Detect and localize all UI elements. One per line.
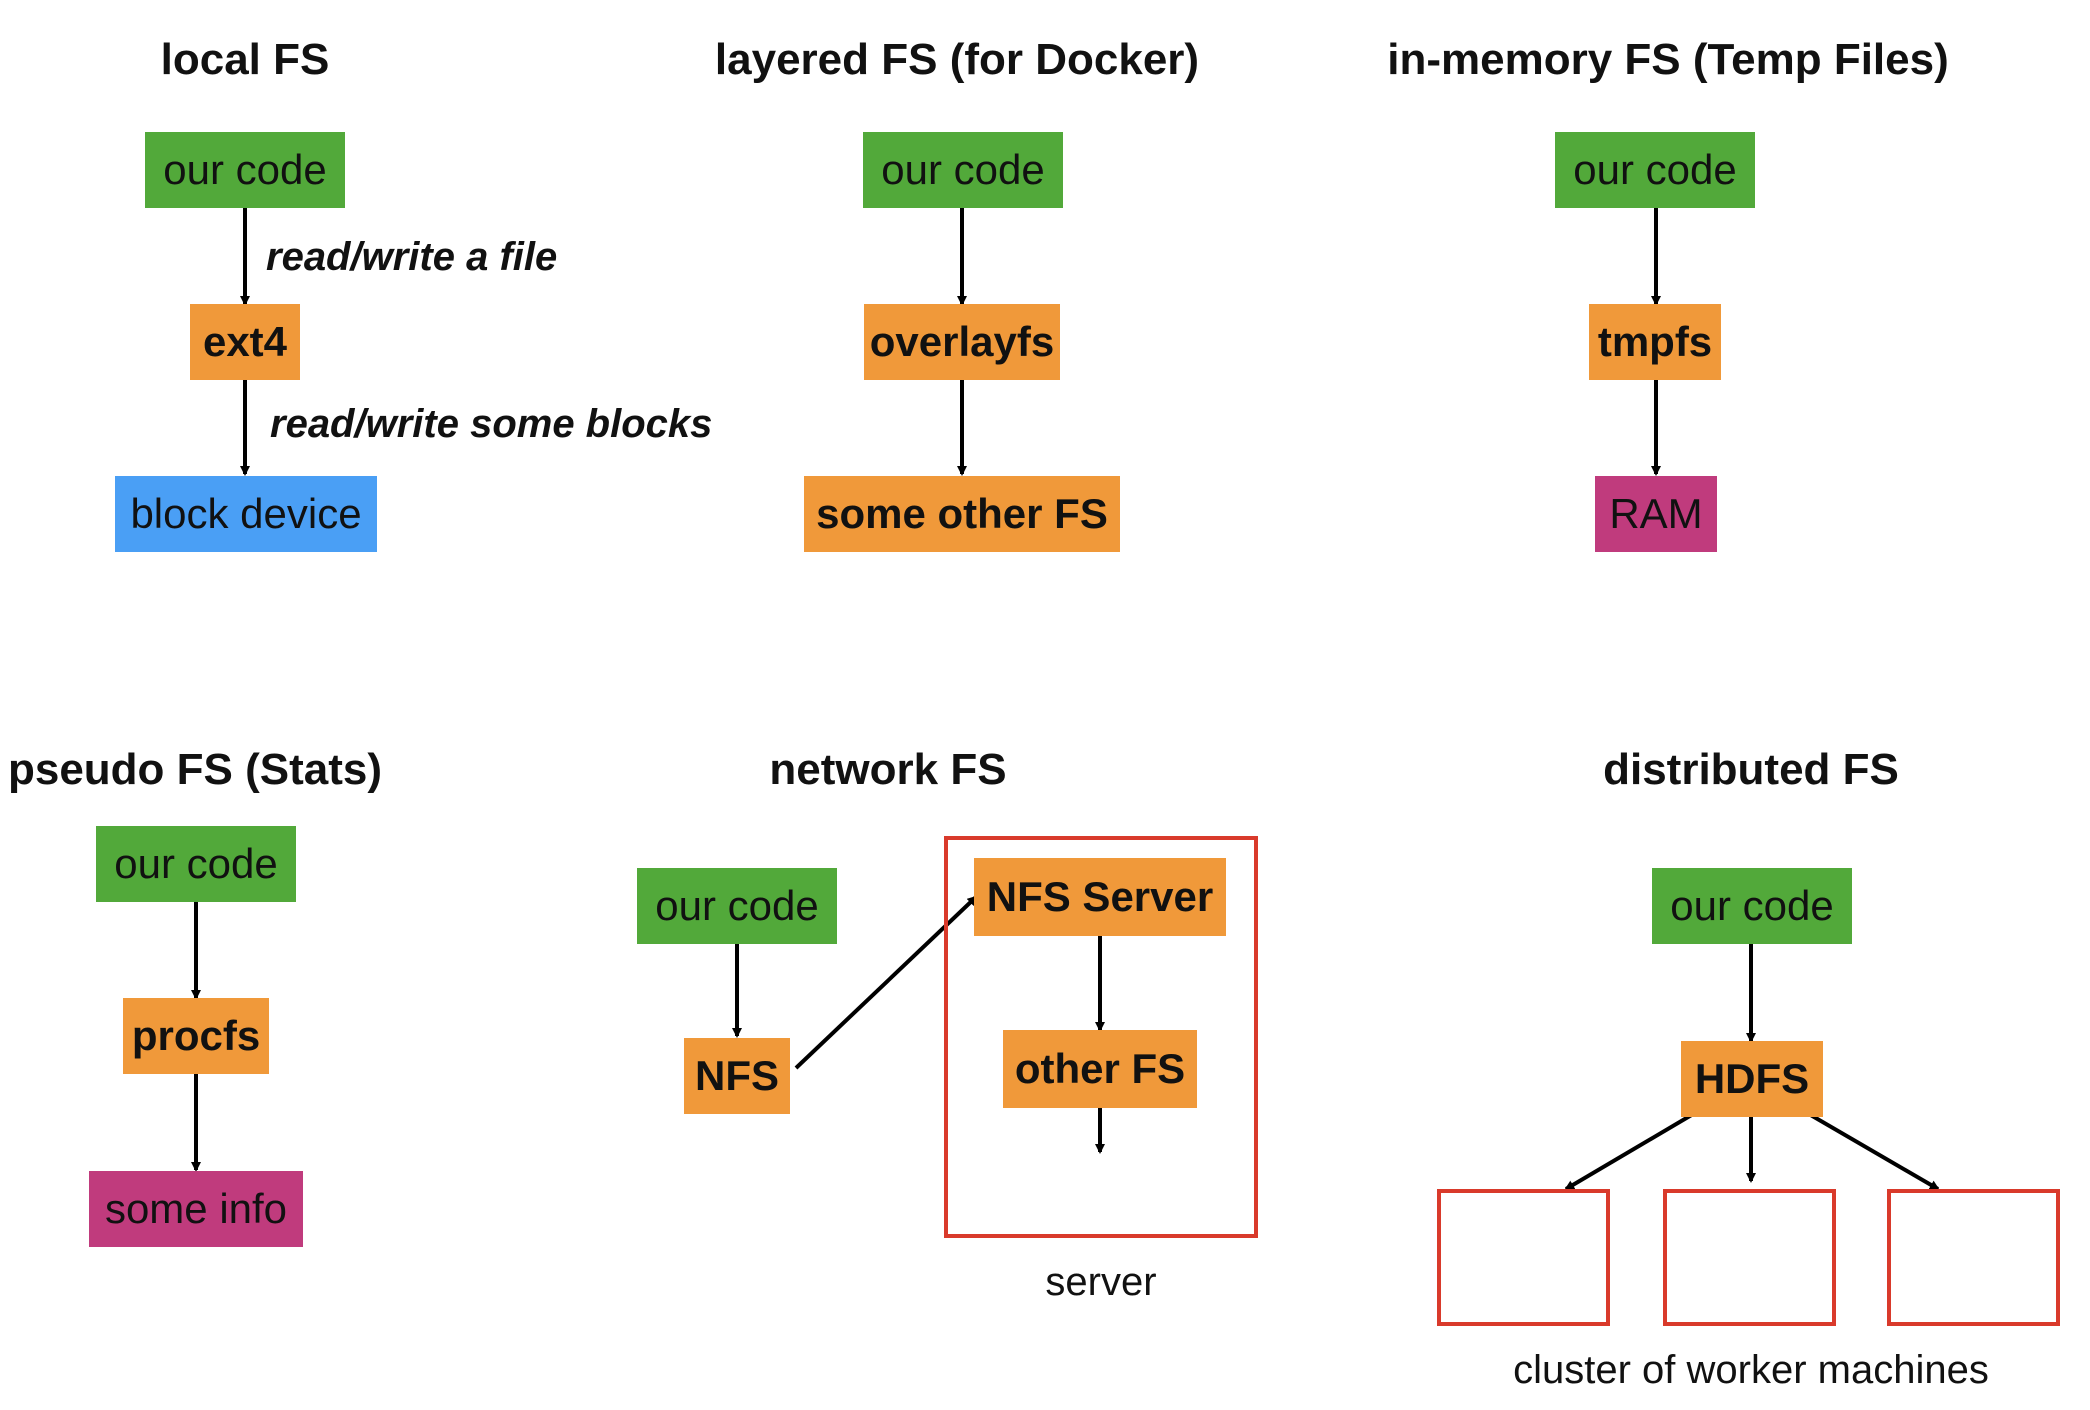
local-block-device-box: block device <box>115 476 377 552</box>
arrow-hdfs-to-worker-1 <box>1564 1108 1702 1191</box>
panel-title-layered-fs: layered FS (for Docker) <box>714 35 1200 84</box>
memory-our-code-box: our code <box>1555 132 1755 208</box>
panel-title-local-fs: local FS <box>160 35 330 84</box>
memory-ram-box: RAM <box>1595 476 1717 552</box>
layered-some-other-fs-box: some other FS <box>804 476 1120 552</box>
pseudo-procfs-box: procfs <box>123 998 269 1074</box>
worker-machine-box <box>1887 1189 2060 1326</box>
local-edge-label-read-write-file: read/write a file <box>266 235 558 279</box>
network-server-machine-box <box>944 836 1258 1238</box>
network-server-caption: server <box>1045 1260 1157 1304</box>
pseudo-some-info-box: some info <box>89 1171 303 1247</box>
panel-title-distributed-fs: distributed FS <box>1603 745 1899 794</box>
network-other-fs-box: other FS <box>1003 1030 1197 1108</box>
panel-title-network-fs: network FS <box>769 745 1007 794</box>
network-nfs-server-box: NFS Server <box>974 858 1226 936</box>
distributed-our-code-box: our code <box>1652 868 1852 944</box>
worker-machine-box <box>1663 1189 1836 1326</box>
worker-machine-box <box>1437 1189 1610 1326</box>
pseudo-our-code-box: our code <box>96 826 296 902</box>
distributed-hdfs-box: HDFS <box>1681 1041 1823 1117</box>
arrow-hdfs-to-worker-3 <box>1800 1108 1940 1191</box>
panel-title-pseudo-fs: pseudo FS (Stats) <box>7 745 383 794</box>
local-our-code-box: our code <box>145 132 345 208</box>
layered-overlayfs-box: overlayfs <box>864 304 1060 380</box>
panel-title-in-memory-fs: in-memory FS (Temp Files) <box>1387 35 1949 84</box>
layered-our-code-box: our code <box>863 132 1063 208</box>
memory-tmpfs-box: tmpfs <box>1589 304 1721 380</box>
network-nfs-client-box: NFS <box>684 1038 790 1114</box>
distributed-workers-caption: cluster of worker machines <box>1513 1348 1989 1392</box>
network-our-code-box: our code <box>637 868 837 944</box>
local-ext4-box: ext4 <box>190 304 300 380</box>
local-edge-label-read-write-blocks: read/write some blocks <box>270 402 713 446</box>
